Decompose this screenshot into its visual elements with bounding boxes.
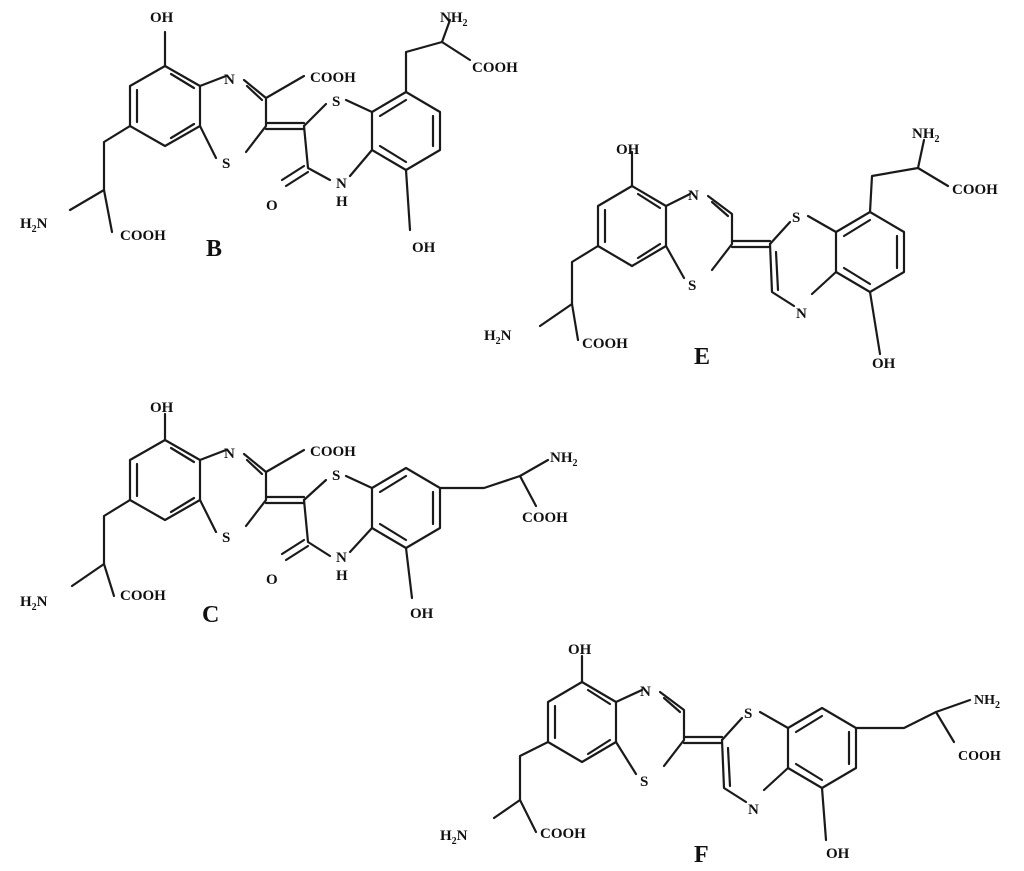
e-sulfur-right: S — [792, 210, 800, 226]
c-hydroxyl-top: OH — [150, 400, 174, 416]
compound-label-b: B — [206, 236, 222, 262]
b-hydroxyl-bottom: OH — [412, 240, 436, 256]
e-carboxyl-left: COOH — [582, 336, 628, 352]
c-nitrogen: N — [224, 446, 235, 462]
structure-e: OH N S S N OH NH2 COOH H2N COOH E — [484, 126, 998, 372]
f-amine-left: H2N — [440, 828, 468, 847]
b-carboxyl-left: COOH — [120, 228, 166, 244]
f-sulfur-left: S — [640, 774, 648, 790]
structure-b: OH N S COOH S O N H OH NH2 COOH H2N COOH… — [20, 10, 518, 262]
b-nitrogen: N — [224, 72, 235, 88]
e-carboxyl-top: COOH — [952, 182, 998, 198]
e-sulfur-left: S — [688, 278, 696, 294]
e-hydroxyl-bottom: OH — [872, 356, 896, 372]
structure-c: OH N S COOH S O N H OH NH2 COOH H2N COOH… — [20, 400, 578, 628]
c-amide-nitrogen: N — [336, 550, 347, 566]
f-hydroxyl-bottom: OH — [826, 846, 850, 862]
e-nitrogen-right: N — [796, 306, 807, 322]
c-carboxyl-ring: COOH — [310, 444, 356, 460]
e-amine-top: NH2 — [912, 126, 940, 145]
compound-label-f: F — [694, 842, 709, 868]
c-hydroxyl-bottom: OH — [410, 606, 434, 622]
b-amide-hydrogen: H — [336, 194, 348, 210]
f-nitrogen-left: N — [640, 684, 651, 700]
c-carboxyl-left: COOH — [120, 588, 166, 604]
b-carbonyl-oxygen: O — [266, 198, 278, 214]
e-hydroxyl-top: OH — [616, 142, 640, 158]
f-hydroxyl-top: OH — [568, 642, 592, 658]
b-carboxyl-ring: COOH — [310, 70, 356, 86]
compound-label-e: E — [694, 344, 710, 370]
structure-f: OH N S S N OH NH2 COOH H2N COOH F — [440, 642, 1001, 868]
b-sulfur-left: S — [222, 156, 230, 172]
e-nitrogen-left: N — [688, 188, 699, 204]
b-sulfur-right: S — [332, 94, 340, 110]
compound-label-c: C — [202, 602, 219, 628]
f-carboxyl-left: COOH — [540, 826, 586, 842]
c-amide-hydrogen: H — [336, 568, 348, 584]
c-carboxyl-right: COOH — [522, 510, 568, 526]
c-amine-left: H2N — [20, 594, 48, 613]
b-amine-left: H2N — [20, 216, 48, 235]
b-amine-top: NH2 — [440, 10, 468, 29]
f-nitrogen-right: N — [748, 802, 759, 818]
b-amide-nitrogen: N — [336, 176, 347, 192]
f-sulfur-right: S — [744, 706, 752, 722]
c-sulfur-left: S — [222, 530, 230, 546]
e-amine-left: H2N — [484, 328, 512, 347]
c-carbonyl-oxygen: O — [266, 572, 278, 588]
f-carboxyl-right: COOH — [958, 749, 1001, 764]
c-sulfur-right: S — [332, 468, 340, 484]
b-carboxyl-top: COOH — [472, 60, 518, 76]
f-amine-right: NH2 — [974, 693, 1000, 711]
c-amine-right: NH2 — [550, 450, 578, 469]
b-hydroxyl-top: OH — [150, 10, 174, 26]
